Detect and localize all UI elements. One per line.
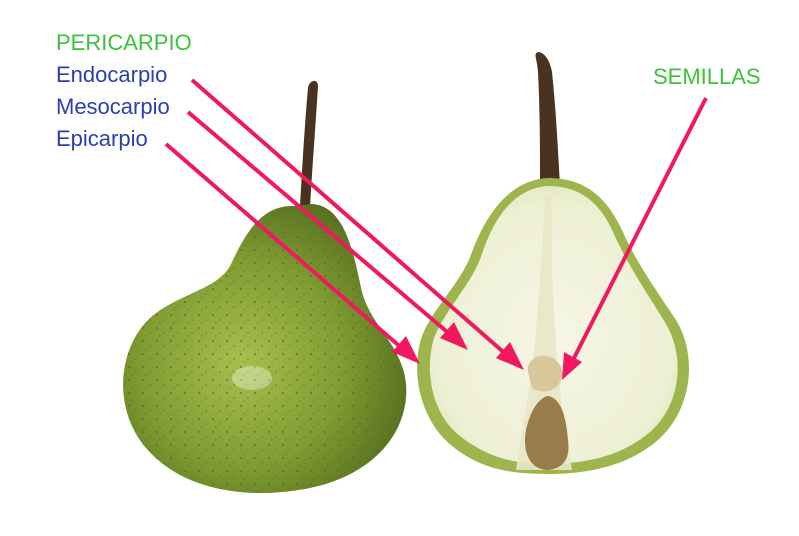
label-semillas: SEMILLAS (653, 64, 761, 90)
cut-pear (417, 52, 689, 474)
label-endocarpio: Endocarpio (56, 62, 167, 88)
label-mesocarpio: Mesocarpio (56, 94, 170, 120)
label-epicarpio: Epicarpio (56, 126, 148, 152)
label-pericarpio: PERICARPIO (56, 30, 192, 56)
cut-pear-stem (536, 52, 560, 186)
